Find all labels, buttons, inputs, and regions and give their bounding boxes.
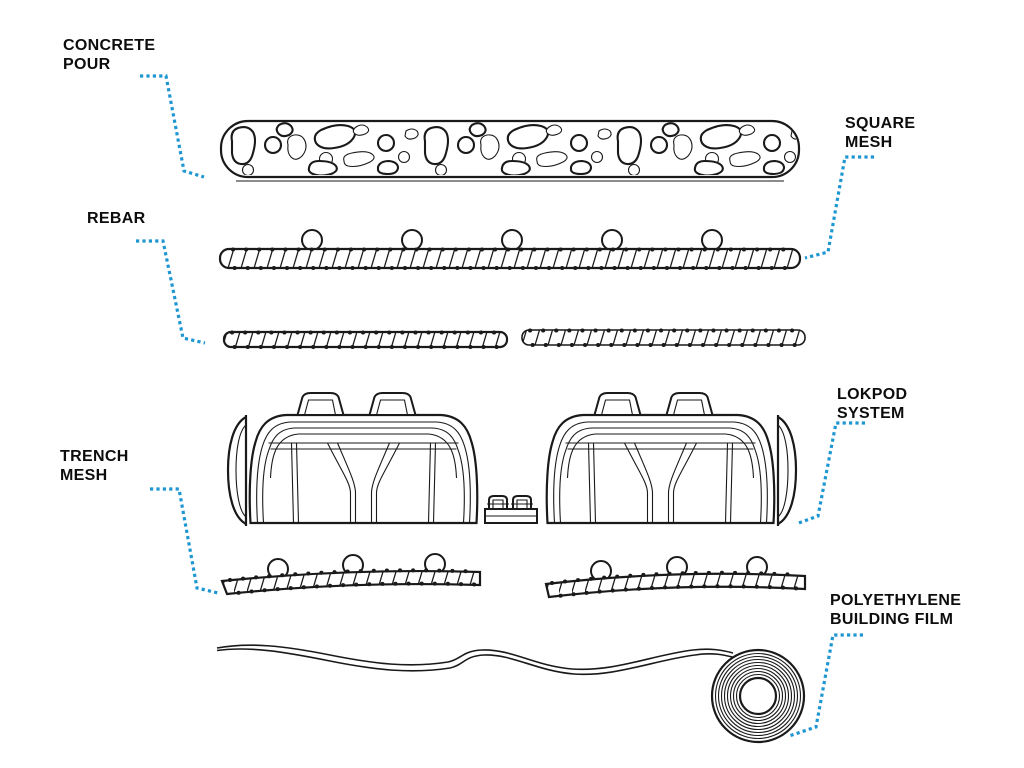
lokpod-right-cap: [776, 415, 798, 526]
label-square-mesh-line1: SQUARE: [845, 115, 916, 132]
square-mesh-illustration: [218, 229, 802, 270]
label-square-mesh: SQUARE MESH: [845, 114, 915, 152]
label-concrete-pour-line1: CONCRETE: [63, 37, 156, 54]
label-square-mesh-line2: MESH: [845, 134, 893, 151]
lokpod-illustration: [226, 391, 798, 526]
leader-line-rebar: [136, 239, 206, 345]
rebar-illustration: [222, 328, 806, 349]
concrete-pour-illustration: [219, 119, 801, 182]
leader-line-concrete-pour: [140, 74, 205, 179]
leader-lines: [136, 74, 874, 738]
lokpod-joiner: [484, 495, 538, 524]
lokpod-left-cap: [226, 415, 248, 526]
leader-line-lokpod: [795, 421, 865, 526]
leader-line-square-mesh: [804, 155, 874, 260]
label-polyethylene-building-film: POLYETHYLENE BUILDING FILM: [830, 591, 961, 629]
label-lokpod-system: LOKPOD SYSTEM: [837, 385, 907, 423]
poly-film-illustration: [216, 644, 806, 744]
label-concrete-pour: CONCRETE POUR: [63, 36, 155, 74]
trench-mesh-illustration: [220, 553, 807, 599]
film-roll: [710, 648, 806, 744]
label-lokpod-system-line2: SYSTEM: [837, 405, 905, 422]
label-rebar-line1: REBAR: [87, 210, 146, 227]
label-lokpod-system-line1: LOKPOD: [837, 386, 908, 403]
leader-line-trench-mesh: [150, 487, 219, 595]
label-trench-mesh-line1: TRENCH: [60, 448, 129, 465]
label-concrete-pour-line2: POUR: [63, 56, 111, 73]
label-rebar: REBAR: [87, 209, 146, 228]
leader-line-poly-film: [788, 633, 863, 738]
label-trench-mesh: TRENCH MESH: [60, 447, 129, 485]
film-sheet: [216, 644, 734, 671]
label-polyethylene-building-film-line2: BUILDING FILM: [830, 611, 954, 628]
label-trench-mesh-line2: MESH: [60, 467, 108, 484]
label-polyethylene-building-film-line1: POLYETHYLENE: [830, 592, 962, 609]
